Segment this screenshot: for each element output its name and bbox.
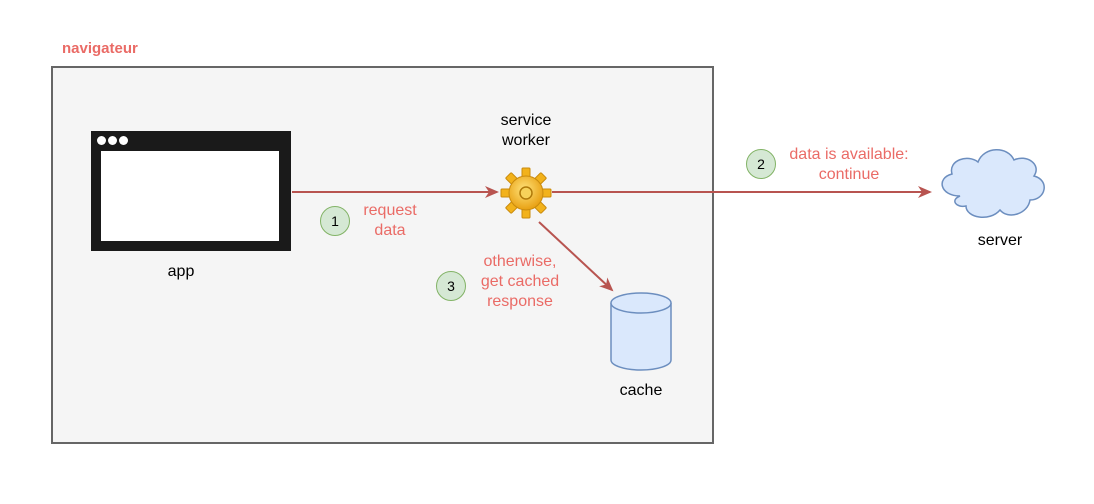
step-3-label: otherwise, get cached response bbox=[468, 252, 572, 312]
step-label-line: otherwise, bbox=[483, 253, 557, 270]
cache-arrow bbox=[538, 221, 614, 292]
step-label-line: request bbox=[363, 202, 417, 219]
step-badge: 3 bbox=[436, 271, 466, 301]
app-window-icon bbox=[91, 131, 291, 251]
step-label-line: data bbox=[374, 222, 406, 239]
window-dot bbox=[108, 136, 117, 145]
window-dot bbox=[119, 136, 128, 145]
step-1-label: request data bbox=[340, 201, 440, 241]
window-dot bbox=[97, 136, 106, 145]
step-label-line: get cached bbox=[480, 273, 560, 290]
step-badge: 2 bbox=[746, 149, 776, 179]
step-2-label: data is available: continue bbox=[774, 145, 924, 185]
app-label: app bbox=[167, 263, 195, 280]
cache-label: cache bbox=[619, 382, 663, 399]
service-worker-label-line: worker bbox=[501, 132, 550, 149]
step-label-line: continue bbox=[818, 166, 880, 183]
service-worker-label: service worker bbox=[476, 111, 576, 151]
gear-icon bbox=[500, 167, 552, 219]
service-worker-label-line: service bbox=[500, 112, 552, 129]
database-icon bbox=[610, 292, 672, 371]
cloud-icon bbox=[941, 149, 1045, 218]
server-label: server bbox=[977, 232, 1023, 249]
step-badge: 1 bbox=[320, 206, 350, 236]
step-label-line: data is available: bbox=[789, 146, 909, 163]
browser-label: navigateur bbox=[62, 40, 138, 57]
browser-container bbox=[51, 66, 714, 444]
app-screen bbox=[101, 151, 279, 241]
step-label-line: response bbox=[487, 293, 553, 310]
